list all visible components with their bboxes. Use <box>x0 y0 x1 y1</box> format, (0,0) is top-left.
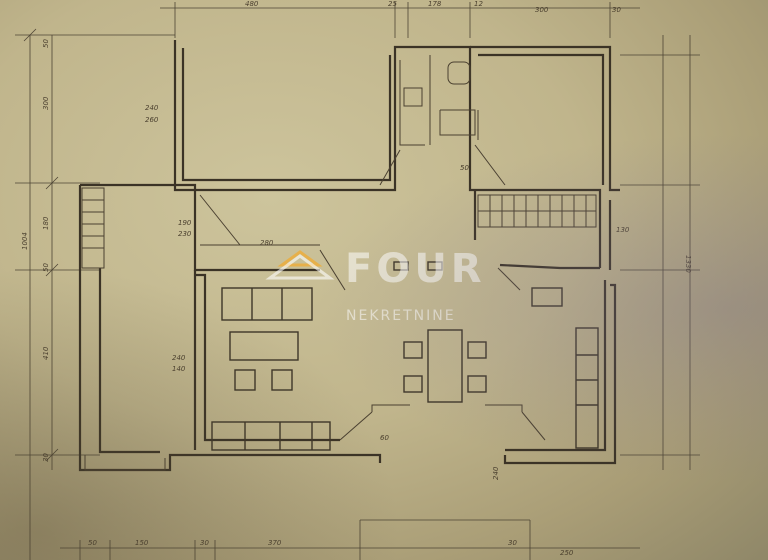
dimension-labels-bottom: 50 150 30 370 30 250 <box>88 539 574 557</box>
dimension-labels-left: 300 50 180 50 1004 410 30 <box>21 39 50 462</box>
roof-logo-icon <box>277 250 323 267</box>
dim-label: 50 <box>88 539 97 547</box>
dim-label: 30 <box>508 539 517 547</box>
dim-label: 30 <box>612 6 621 14</box>
exterior-walls <box>78 40 620 472</box>
bottom-dimension-lines <box>60 519 640 560</box>
dim-label: 300 <box>42 96 50 110</box>
dim-label: 280 <box>260 239 274 247</box>
dim-label: 25 <box>388 0 397 8</box>
furniture <box>211 261 599 451</box>
dim-label: 240 <box>492 466 500 480</box>
right-dimension-lines <box>620 35 700 470</box>
dim-label: 370 <box>268 539 282 547</box>
dim-label: 30 <box>42 453 50 462</box>
dim-label: 260 <box>145 116 159 124</box>
dim-label: 480 <box>245 0 259 8</box>
dim-label: 1004 <box>21 232 29 250</box>
dim-label: 30 <box>200 539 209 547</box>
dim-label: 12 <box>474 0 483 8</box>
staircase <box>81 187 597 269</box>
dim-label: 60 <box>380 434 389 442</box>
dim-label: 140 <box>172 365 186 373</box>
dim-label: 240 <box>145 104 159 112</box>
dimension-labels-top: 480 25 178 12 300 30 <box>245 0 621 14</box>
dim-label: 178 <box>428 0 442 8</box>
watermark-tagline: NEKRETNINE <box>346 308 456 324</box>
dim-label: 410 <box>42 346 50 360</box>
dim-label: 240 <box>172 354 186 362</box>
dim-label: 150 <box>135 539 149 547</box>
dim-label: 130 <box>616 226 630 234</box>
dim-label: 300 <box>535 6 549 14</box>
dim-label: 250 <box>560 549 574 557</box>
dim-label: 230 <box>178 230 192 238</box>
entrance-terrace <box>84 404 546 471</box>
left-dimension-lines <box>15 28 175 560</box>
dimension-labels-right: 1330 <box>684 255 692 273</box>
dim-label: 1330 <box>684 255 692 273</box>
interior-partitions <box>199 55 521 291</box>
dimension-labels-rooms: 240 260 190 230 280 50 130 240 140 60 24… <box>145 104 630 480</box>
top-dimension-lines <box>160 2 640 38</box>
dim-label: 50 <box>460 164 469 172</box>
watermark-brand: FOUR <box>345 246 486 292</box>
house-logo-icon <box>265 254 335 280</box>
dim-label: 190 <box>178 219 192 227</box>
dim-label: 180 <box>42 216 50 230</box>
watermark-logo: FOUR NEKRETNINE <box>265 246 486 324</box>
dim-label: 50 <box>42 39 50 48</box>
dim-label: 50 <box>42 263 50 272</box>
